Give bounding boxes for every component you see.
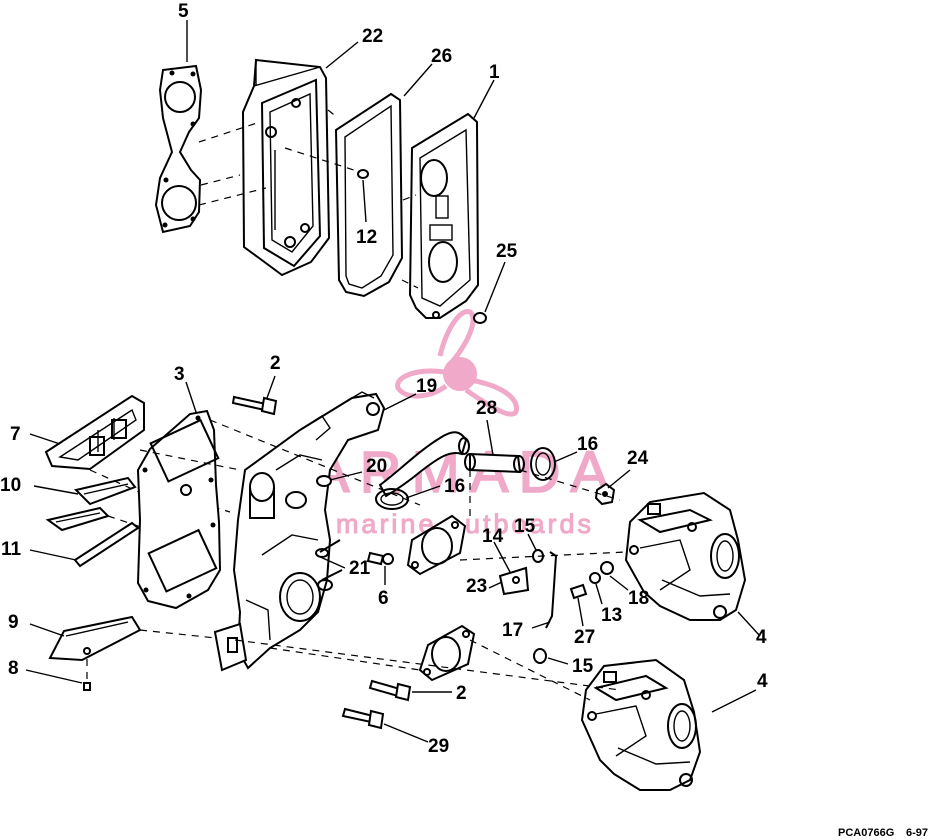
callout-8: 8: [8, 658, 19, 679]
callout-25: 25: [496, 241, 518, 262]
callout-4-upper: 4: [756, 627, 767, 648]
screw-part-8: [83, 682, 91, 691]
gasket-part-3: [136, 409, 222, 610]
callout-3: 3: [174, 364, 185, 385]
nut-part-18: [600, 561, 614, 575]
callout-1: 1: [489, 62, 500, 83]
screw-part-29: [341, 707, 385, 730]
alignment-lines-center: [139, 419, 627, 701]
screw-part-2-upper: [231, 395, 278, 416]
callout-2-upper: 2: [270, 353, 281, 374]
callout-2-lower: 2: [456, 683, 467, 704]
callout-24: 24: [627, 448, 649, 469]
callout-6: 6: [378, 588, 389, 609]
screw-part-2-lower: [368, 679, 412, 702]
callout-19: 19: [416, 376, 437, 397]
callout-20: 20: [366, 456, 387, 477]
callout-21: 21: [349, 558, 371, 579]
reed-block-part-7: [44, 394, 145, 471]
fitting-part-20: [316, 475, 332, 487]
washer-part-13: [589, 572, 601, 584]
plate-part-9: [48, 615, 142, 662]
stop-part-11: [73, 521, 140, 568]
callout-12: 12: [356, 227, 377, 248]
callout-5: 5: [178, 1, 189, 22]
gasket-part-5: [154, 64, 203, 234]
callout-16-right: 16: [577, 434, 598, 455]
watermark-tagline: marine outboards: [336, 509, 594, 539]
callout-14: 14: [482, 526, 504, 547]
clip-part-16-left: [375, 488, 409, 510]
callout-7: 7: [10, 424, 21, 445]
footer-date: 6-97: [906, 827, 928, 839]
screw-part-12: [357, 169, 369, 179]
callout-16-left: 16: [444, 476, 465, 497]
callout-11: 11: [1, 539, 22, 560]
callout-23: 23: [466, 576, 487, 597]
bracket-part-23: [498, 566, 530, 596]
callout-22: 22: [362, 26, 383, 47]
callout-15-upper: 15: [514, 516, 536, 537]
fitting-part-15-lower: [533, 648, 547, 664]
callout-labels: 5 22 26 1 12 25 2 3 19 28 16 24 7 20 16 …: [0, 1, 768, 757]
link-rod-part-17: [545, 551, 558, 629]
gasket-part-26: [334, 92, 404, 298]
clip-part-16-right: [530, 447, 556, 481]
diagram-footer: PCA0766G 6-97: [838, 827, 928, 839]
footer-code: PCA0766G: [838, 827, 894, 839]
callout-15-lower: 15: [572, 656, 594, 677]
plate-part-1: [408, 112, 480, 319]
callout-9: 9: [8, 612, 19, 633]
carburetor-upper: [624, 491, 747, 621]
callout-4-lower: 4: [757, 671, 768, 692]
hose-part-28: [464, 452, 525, 474]
callout-10: 10: [0, 475, 21, 496]
callout-27: 27: [574, 627, 595, 648]
reed-petals-part-10: [45, 476, 137, 532]
screw-part-6: [366, 551, 394, 566]
alignment-lines-upper: [198, 109, 419, 289]
callout-29: 29: [428, 736, 449, 757]
callout-18: 18: [628, 588, 649, 609]
hose-part-19: [378, 431, 470, 498]
carburetor-lower: [580, 658, 702, 791]
cover-part-22: [241, 58, 331, 277]
callout-17: 17: [502, 620, 523, 641]
flange-gasket-lower: [418, 624, 476, 682]
callout-26: 26: [431, 46, 452, 67]
screw-part-27: [569, 583, 588, 600]
callout-28: 28: [476, 398, 497, 419]
nut-part-24: [594, 482, 616, 506]
screw-part-25: [473, 312, 487, 324]
flange-gasket-upper: [406, 514, 467, 576]
leader-lines: [25, 20, 761, 743]
intake-manifold: [213, 391, 386, 672]
callout-13: 13: [601, 605, 622, 626]
